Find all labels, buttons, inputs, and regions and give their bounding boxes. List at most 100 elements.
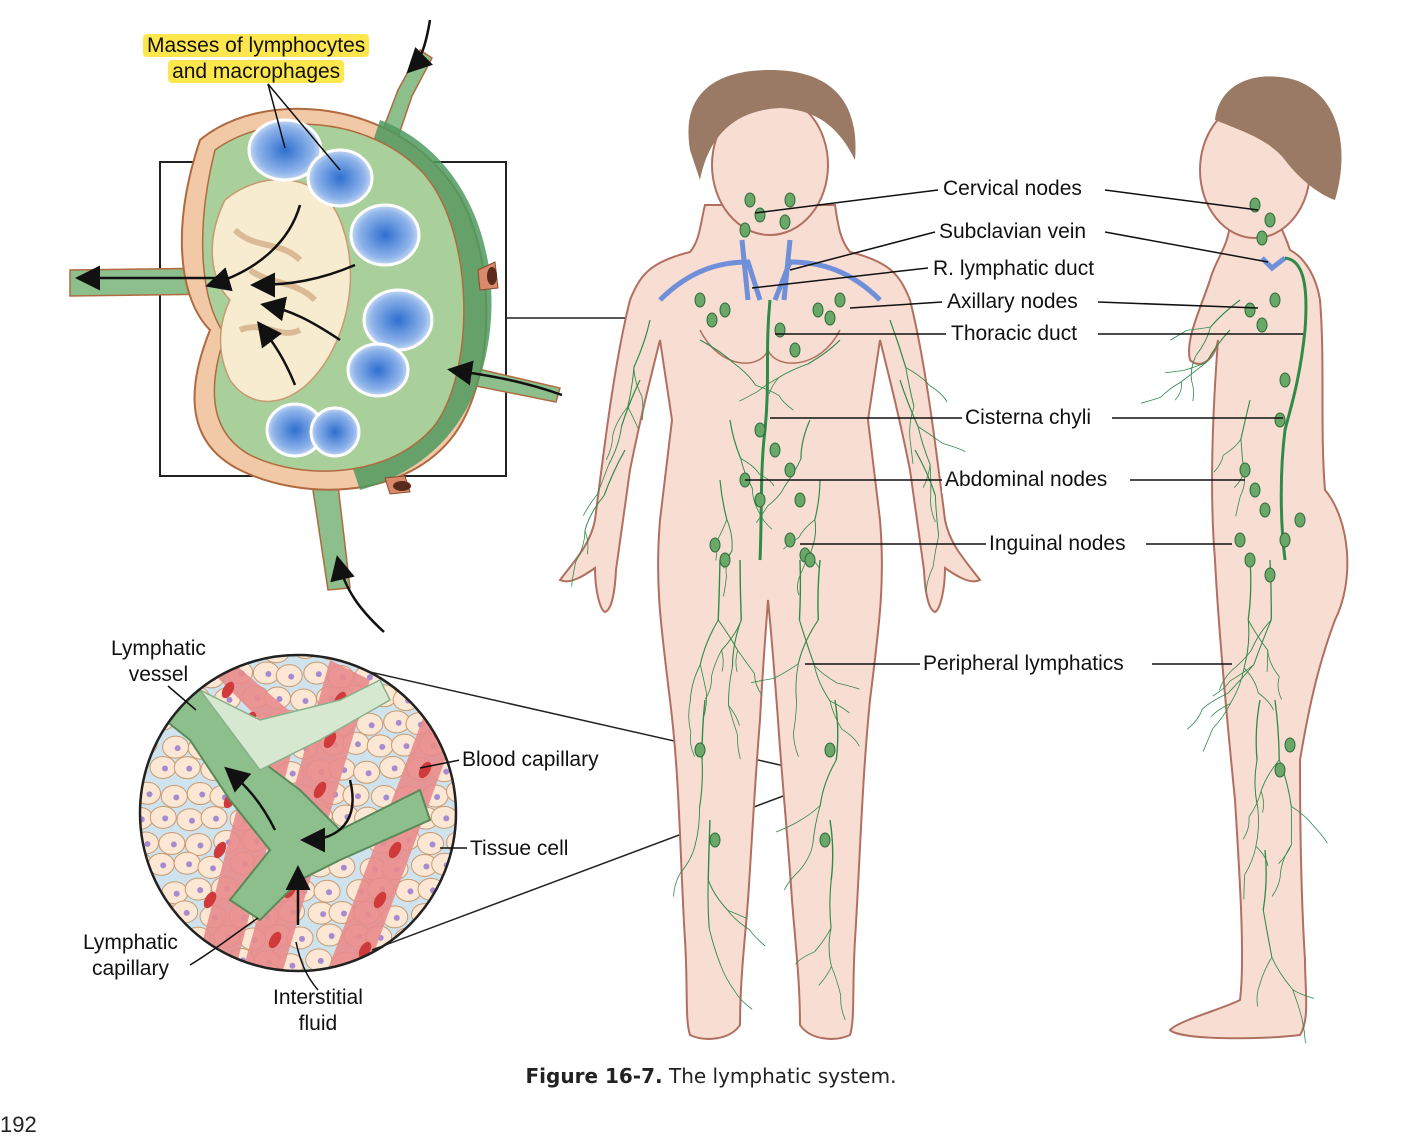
interstitial-fluid-line1: Interstitial [273,986,363,1009]
lymph-node [1280,533,1290,547]
cell-nucleus [434,794,440,800]
cell-nucleus [197,887,203,893]
cell-nucleus [447,909,453,915]
lymph-node [825,311,835,325]
lymphatic-vessel-label: Lymphatic vessel [108,636,209,688]
lymph-vessel [749,929,765,946]
cell-nucleus [366,770,372,776]
page-number: 192 [0,1112,37,1138]
tissue-cell [369,639,395,661]
lymph-vessel [1192,381,1194,401]
cell-nucleus [197,842,203,848]
cell-nucleus [144,889,150,895]
lymph-node [720,303,730,317]
blood-capillary-label: Blood capillary [459,747,602,773]
cell-nucleus [210,865,216,871]
lymph-node [825,743,835,757]
cell-nucleus [226,697,232,703]
tissue-cell [425,642,451,664]
lymph-node [775,323,785,337]
tissue-cell-label: Tissue cell [467,836,571,862]
lymph-node [1265,568,1275,582]
cell-nucleus [173,794,179,800]
tissue-cell [344,637,370,659]
cell-nucleus [449,673,455,679]
cell-nucleus [356,646,362,652]
cell-nucleus [199,792,205,798]
tissue-cell [120,756,146,778]
lymph-node [835,293,845,307]
lymph-node [785,193,795,207]
lymph-vessel [1161,382,1181,397]
cell-nucleus [162,815,168,821]
lymphatic-capillary-line1: Lymphatic [83,931,178,954]
r-lymphatic-duct-label: R. lymphatic duct [930,256,1097,282]
cell-nucleus [436,699,442,705]
cell-nucleus [184,910,190,916]
tissue-cell [392,636,418,658]
tissue-cell [444,924,470,946]
lymph-node [1240,463,1250,477]
tissue-cell [435,900,461,922]
cell-nucleus [289,963,295,969]
cell-nucleus [135,912,141,918]
cell-nucleus [355,793,361,799]
cell-nucleus [132,765,138,771]
lymph-node [1245,553,1255,567]
cell-nucleus [303,698,309,704]
cell-nucleus [326,889,332,895]
cell-nucleus [171,841,177,847]
lymph-vessel [943,444,966,452]
cell-nucleus [406,937,412,943]
lymph-node [1295,513,1305,527]
abdominal-nodes-label: Abdominal nodes [942,467,1110,493]
lymph-node [813,303,823,317]
cell-nucleus [456,648,462,654]
cell-nucleus [213,816,219,822]
cell-nucleus [137,721,143,727]
lymph-node [780,215,790,229]
cell-nucleus [290,771,296,777]
cisterna-chyli-label: Cisterna chyli [962,405,1094,431]
cell-nucleus [252,647,258,653]
cell-nucleus [320,911,326,917]
lymph-vessel [930,386,947,403]
tissue-cell [450,880,476,902]
lymph-node [820,833,830,847]
lymph-node [785,533,795,547]
side-body-figure [1141,76,1347,1043]
tissue-cell [394,928,420,950]
cell-nucleus [222,650,228,656]
lymph-node [720,553,730,567]
cell-nucleus [462,889,468,895]
subclavian-vein-label: Subclavian vein [936,219,1089,245]
lymph-node [795,493,805,507]
lymph-node [755,423,765,437]
cell-nucleus [161,717,167,723]
lymph-node [1260,503,1270,517]
cell-nucleus [404,743,410,749]
lymph-node [755,493,765,507]
lymph-node [1280,373,1290,387]
front-body-figure [560,70,980,1039]
cell-nucleus [186,766,192,772]
tissue-cell [438,710,464,732]
lymph-vessel [674,873,681,897]
figure-caption-text: The lymphatic system. [669,1064,896,1088]
cell-nucleus [395,670,401,676]
cell-nucleus [417,959,423,965]
lymph-node [790,343,800,357]
cell-nucleus [462,698,468,704]
tissue-cell [132,880,158,902]
tissue-cell [424,690,450,712]
lymph-node-illustration [70,20,648,632]
masses-label-line2: and macrophages [168,60,344,83]
tissue-cell [410,662,436,684]
lymph-node [1275,763,1285,777]
cell-nucleus [162,766,168,772]
tissue-cell [197,950,223,972]
tissue-cell [435,951,461,973]
cell-nucleus [162,911,168,917]
cell-nucleus [341,910,347,916]
lymph-node [1275,413,1285,427]
